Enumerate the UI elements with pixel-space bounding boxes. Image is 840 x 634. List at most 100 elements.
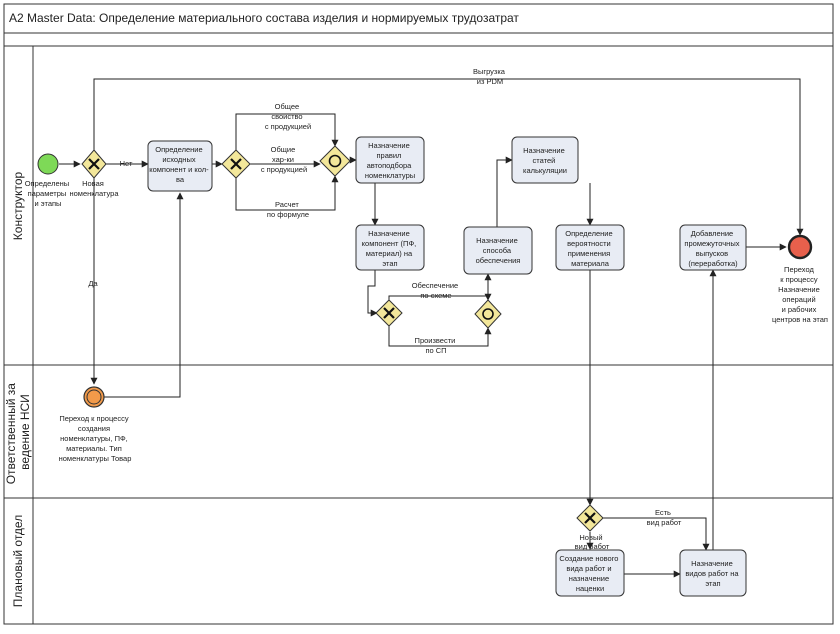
task-label-line: Определение: [565, 229, 612, 238]
task-label: Назначение способа обеспечения: [476, 236, 521, 265]
task-assign-components-to-stage[interactable]: Назначение компонент (ПФ, материал) на э…: [355, 224, 425, 271]
start-event-label-line: Определены: [25, 179, 69, 188]
task-label-line: Назначение: [368, 141, 410, 150]
diagram-title: A2 Master Data: Определение материальног…: [9, 11, 519, 25]
gateway-supply-split[interactable]: [375, 299, 403, 327]
flow-label-by-scheme: Обеспечение по схеме: [412, 281, 461, 300]
task-label-line: ва: [176, 175, 185, 184]
gateway-supply-merge[interactable]: [474, 299, 502, 329]
flow-label-common-char: Общие хар-ки с продукцией: [261, 145, 307, 174]
task-label-line: (переработка): [688, 259, 738, 268]
flow-label-line: по формуле: [267, 210, 309, 219]
flow-label-line: Общие: [271, 145, 296, 154]
flow-label-formula: Расчет по формуле: [267, 200, 309, 219]
flow-labels: Выгрузка из PDM Нет Да Общее свойство с …: [88, 67, 682, 527]
gateway-label-line: Новая: [82, 179, 104, 188]
task-material-probability[interactable]: Определение вероятности применения матер…: [555, 224, 625, 271]
flow-label-line: Произвести: [415, 336, 456, 345]
gateway-inclusive-merge[interactable]: [319, 145, 351, 177]
flow-label-line: Есть: [655, 508, 671, 517]
end-event[interactable]: [787, 234, 813, 260]
task-label-line: назначение: [569, 574, 609, 583]
task-label-line: способа: [483, 246, 512, 255]
flow-label-pdm: Выгрузка из PDM: [473, 67, 507, 86]
start-event[interactable]: [37, 153, 59, 175]
intermediate-event-label-line: номенклатуры, ПФ,: [60, 434, 128, 443]
task-label: Назначение видов работ на этап: [685, 559, 740, 588]
flow-label-line: Общее: [275, 102, 300, 111]
end-event-circle: [787, 234, 813, 260]
task-label-line: материал) на: [366, 249, 413, 258]
task-label: Назначение компонент (ПФ, материал) на э…: [362, 229, 419, 268]
task-label-line: номенклатуры: [365, 171, 415, 180]
task-label-line: правил: [376, 151, 401, 160]
flow-label-line: свойство: [271, 112, 302, 121]
task-label-line: этап: [382, 259, 397, 268]
task-label: Определение исходных компонент и кол- ва: [149, 145, 211, 184]
task-label-line: Назначение: [523, 146, 565, 155]
flow-label-line: с продукцией: [265, 122, 311, 131]
task-label-line: калькуляции: [523, 166, 567, 175]
gateway-label-line: Новый: [579, 533, 602, 542]
flow-label-da: Да: [88, 279, 98, 288]
start-event-label-line: параметры: [28, 189, 67, 198]
task-label-line: выпусков: [696, 249, 728, 258]
task-label-line: материала: [571, 259, 610, 268]
task-label-line: промежуточных: [684, 239, 739, 248]
gateway-new-work-type-label: Новый вид работ: [575, 533, 610, 551]
task-assign-work-types[interactable]: Назначение видов работ на этап: [679, 549, 747, 597]
end-event-label-line: и рабочих: [782, 305, 817, 314]
start-event-label-line: и этапы: [35, 199, 62, 208]
task-add-intermediate-outputs[interactable]: Добавление промежуточных выпусков (перер…: [679, 224, 747, 271]
flow-label-produce: Произвести по СП: [415, 336, 458, 355]
gateway-new-nomenclature[interactable]: [81, 149, 107, 179]
lane-label-konstruktor: Конструктор: [11, 171, 25, 240]
end-event-label-line: центров на этап: [772, 315, 828, 324]
sequence-flows: [59, 78, 804, 578]
flow-label-line: Обеспечение: [412, 281, 459, 290]
task-label-line: исходных: [162, 155, 196, 164]
task-define-components[interactable]: Определение исходных компонент и кол- ва: [147, 140, 213, 192]
gateway-exclusive-split[interactable]: [221, 149, 251, 179]
end-event-label-line: Назначение: [778, 285, 820, 294]
intermediate-event-label-line: материалы. Тип: [66, 444, 122, 453]
task-label-line: компонент (ПФ,: [362, 239, 417, 248]
task-label-line: Создание нового: [559, 554, 618, 563]
task-label: Определение вероятности применения матер…: [565, 229, 615, 268]
flow-label-line: из PDM: [477, 77, 503, 86]
intermediate-event-label-line: создания: [78, 424, 110, 433]
intermediate-event-inner: [86, 389, 102, 405]
task-label-line: Добавление: [691, 229, 734, 238]
task-assign-costing-items[interactable]: Назначение статей калькуляции: [511, 136, 579, 184]
flow-label-has-work: Есть вид работ: [647, 508, 682, 527]
end-event-label-line: операций: [782, 295, 815, 304]
start-event-circle: [37, 153, 59, 175]
gateway-label-line: номенклатура: [69, 189, 119, 198]
flow-label-line: по СП: [425, 346, 446, 355]
task-label-line: Назначение: [368, 229, 410, 238]
task-label-line: статей: [533, 156, 556, 165]
task-label-line: Назначение: [691, 559, 733, 568]
gateway-new-work-type[interactable]: [576, 504, 604, 532]
end-event-label-line: Переход: [784, 265, 814, 274]
task-label-line: автоподбора: [367, 161, 413, 170]
task-label-line: наценки: [576, 584, 604, 593]
task-assign-autopick-rules[interactable]: Назначение правил автоподбора номенклату…: [355, 136, 425, 184]
task-create-work-type[interactable]: Создание нового вида работ и назначение …: [555, 549, 625, 597]
task-label-line: этап: [705, 579, 720, 588]
flow-label-line: по схеме: [420, 291, 451, 300]
intermediate-event-nsi[interactable]: [83, 386, 105, 408]
task-assign-supply-method[interactable]: Назначение способа обеспечения: [463, 226, 533, 275]
task-label-line: Определение: [155, 145, 202, 154]
task-label: Назначение статей калькуляции: [523, 146, 567, 175]
task-label-line: применения: [568, 249, 610, 258]
flow-label-line: Расчет: [275, 200, 299, 209]
lane-labels: Конструктор Ответственный за ведение НСИ…: [4, 171, 32, 607]
task-label: Создание нового вида работ и назначение …: [559, 554, 620, 593]
end-event-label-line: к процессу: [780, 275, 818, 284]
flow-label-net: Нет: [120, 159, 133, 168]
lane-label-plan: Плановый отдел: [11, 515, 25, 607]
end-event-label: Переход к процессу Назначение операций и…: [772, 265, 828, 324]
task-label-line: компонент и кол-: [149, 165, 209, 174]
